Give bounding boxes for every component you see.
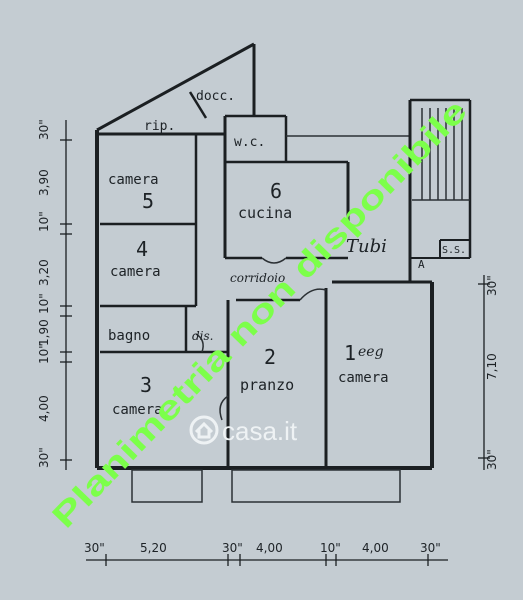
bottom-dim-4: 10" [320,541,341,555]
bottom-dim-6: 30" [420,541,441,555]
label-cucina-number: 6 [270,179,282,203]
right-dim-0: 30" [485,275,499,296]
label-camera3-number: 3 [140,373,152,397]
bottom-dim-0: 30" [84,541,105,555]
label-camera1-number: 1 [344,341,356,365]
casa-logo: casa.it [189,415,298,446]
left-dim-0: 30" [37,119,51,140]
bottom-dimensions: 30" 5,20 30" 4,00 10" 4,00 30" [84,541,441,555]
label-wc: w.c. [234,135,265,150]
left-dim-4: 10" [37,293,51,314]
house-icon [189,415,219,445]
bottom-dim-1: 5,20 [140,541,167,555]
walls [95,42,472,503]
label-camera5-number: 5 [142,189,154,213]
bottom-dim-2: 30" [222,541,243,555]
room-labels: docc. rip. w.c. 6 cucina Tubi 5 camera 4… [108,89,466,418]
label-cucina: cucina [238,204,292,222]
left-dim-2: 10" [37,211,51,232]
label-camera5: camera [108,172,159,188]
label-camera3: camera [112,402,163,418]
label-dis: dis. [192,329,214,343]
door-swings [195,257,327,421]
left-dim-3: 3,20 [37,259,51,286]
label-rip: rip. [144,119,175,134]
stair-steps [412,108,470,201]
bottom-dim-3: 4,00 [256,541,283,555]
label-ss: S.S. [442,245,466,256]
right-dim-2: 30" [485,449,499,470]
label-tubi: Tubi [346,236,387,257]
left-dimensions: 30" 3,90 10" 3,20 10" 1,90 10" 4,00 30" [37,119,51,468]
label-camera1: camera [338,370,389,386]
right-dim-1: 7,10 [485,353,499,380]
label-camera4-number: 4 [136,237,148,261]
left-dim-8: 30" [37,447,51,468]
bottom-dim-5: 4,00 [362,541,389,555]
left-dim-1: 3,90 [37,169,51,196]
label-camera1-ext: eeg [358,344,384,360]
label-camera4: camera [110,264,161,280]
left-dim-7: 4,00 [37,395,51,422]
label-corridoio: corridoio [230,271,285,285]
label-bagno: bagno [108,328,150,344]
left-dim-6: 10" [37,343,51,364]
label-pranzo: pranzo [240,376,294,394]
label-a: A [418,258,425,271]
logo-text: casa.it [222,416,298,446]
label-docc: docc. [196,89,235,104]
label-pranzo-number: 2 [264,345,276,369]
right-dimensions: 30" 7,10 30" [485,275,499,470]
left-dim-5: 1,90 [37,319,51,346]
dimension-lines [60,120,490,566]
